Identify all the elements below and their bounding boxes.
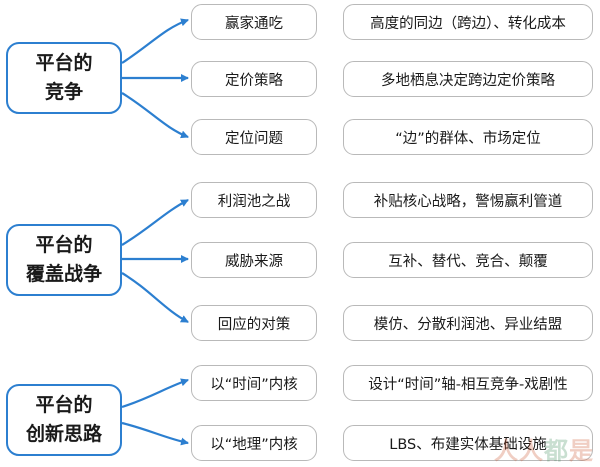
root-line-2: 覆盖战争 bbox=[25, 263, 102, 285]
root-node-innovation: 平台的 创新思路 bbox=[6, 384, 122, 456]
detail-winner-takes-all: 高度的同边（跨边）、转化成本 bbox=[343, 4, 593, 40]
arrow-3-1 bbox=[121, 378, 189, 409]
node-geo-core: 以“地理”内核 bbox=[191, 425, 317, 461]
arrow-2-3 bbox=[121, 272, 189, 323]
arrow-1-3 bbox=[121, 92, 189, 139]
detail-profit-pool-war: 补贴核心战略，警惕赢利管道 bbox=[343, 182, 593, 218]
detail-time-core: 设计“时间”轴-相互竞争-戏剧性 bbox=[343, 365, 593, 401]
watermark-logo: 人人都是 bbox=[494, 437, 594, 465]
node-profit-pool-war: 利润池之战 bbox=[191, 182, 317, 218]
root-line-1: 平台的 bbox=[35, 52, 93, 74]
root-line-2: 竞争 bbox=[44, 81, 83, 103]
node-positioning: 定位问题 bbox=[191, 119, 317, 155]
node-threat-sources: 威胁来源 bbox=[191, 242, 317, 278]
root-line-1: 平台的 bbox=[35, 234, 93, 256]
detail-pricing-strategy: 多地栖息决定跨边定价策略 bbox=[343, 61, 593, 97]
root-node-competition: 平台的 竞争 bbox=[6, 42, 122, 114]
node-winner-takes-all: 赢家通吃 bbox=[191, 4, 317, 40]
node-pricing-strategy: 定价策略 bbox=[191, 61, 317, 97]
root-line-2: 创新思路 bbox=[25, 423, 102, 445]
root-node-coverage-war: 平台的 覆盖战争 bbox=[6, 224, 122, 296]
root-line-1: 平台的 bbox=[35, 394, 93, 416]
detail-threat-sources: 互补、替代、竞合、颠覆 bbox=[343, 242, 593, 278]
arrow-2-1 bbox=[121, 199, 189, 246]
node-time-core: 以“时间”内核 bbox=[191, 365, 317, 401]
detail-response-strategy: 模仿、分散利润池、异业结盟 bbox=[343, 305, 593, 341]
node-response-strategy: 回应的对策 bbox=[191, 305, 317, 341]
arrow-3-2 bbox=[121, 421, 189, 446]
detail-geo-core: LBS、布建实体基础设施 bbox=[343, 425, 593, 461]
arrow-1-1 bbox=[121, 18, 189, 64]
detail-positioning: “边”的群体、市场定位 bbox=[343, 119, 593, 155]
